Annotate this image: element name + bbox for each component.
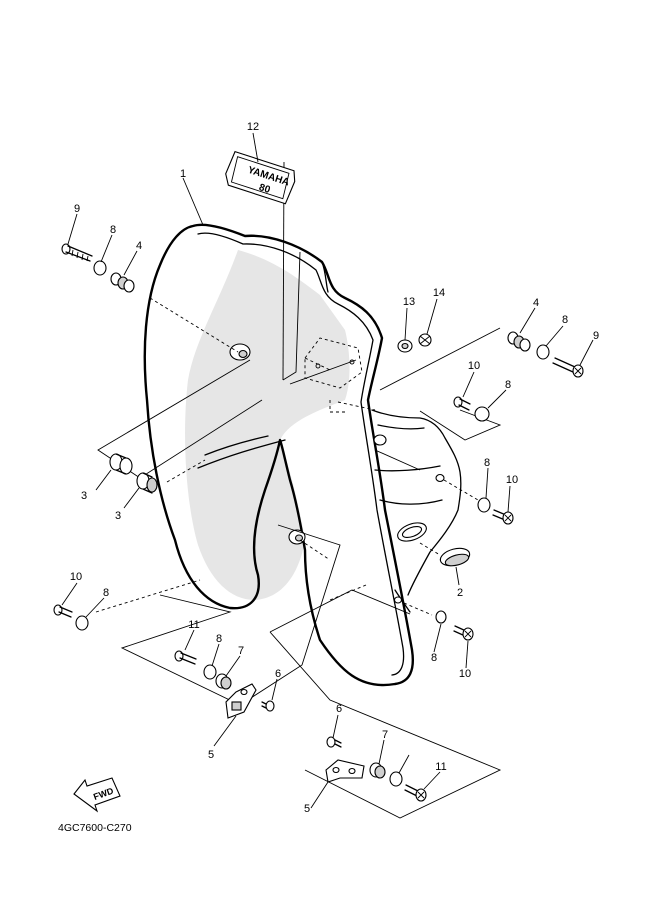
washer-8-upper-left (93, 260, 107, 276)
callout-9-left: 9 (74, 203, 80, 215)
grommet-plug-2 (439, 547, 471, 567)
callout-3-lower: 3 (115, 510, 121, 522)
callout-1: 1 (180, 168, 186, 180)
callout-4-right: 4 (533, 297, 539, 309)
spacer-7-right (369, 762, 386, 779)
callout-5-right: 5 (304, 803, 310, 815)
screw-10-left (53, 604, 73, 618)
callout-2: 2 (457, 587, 463, 599)
callout-3-upper: 3 (81, 490, 87, 502)
callout-numbers: 1 2 3 3 4 4 5 5 6 6 7 7 8 8 8 8 8 8 8 9 … (70, 121, 599, 815)
callout-7-right: 7 (382, 729, 388, 741)
grommet-4-right (507, 331, 531, 352)
nut-14 (418, 333, 432, 347)
callout-8-mid-right: 8 (505, 379, 511, 391)
callout-13: 13 (403, 296, 415, 308)
callout-8-lower-left: 8 (103, 587, 109, 599)
nut-13 (397, 339, 413, 353)
bracket-5-left (225, 683, 257, 719)
collar-3-upper (109, 453, 133, 475)
leader-lines (61, 132, 594, 809)
washer-8-mid-right (474, 406, 490, 422)
callout-7-left: 7 (238, 645, 244, 657)
leg-shield-panel (143, 223, 462, 687)
assembly-planes (97, 161, 502, 819)
screw-6-left (261, 700, 275, 712)
washer-8-lower-right (435, 610, 447, 624)
bracket-5-right (325, 759, 365, 783)
spacer-7-left (215, 673, 232, 690)
callout-4-left: 4 (136, 240, 142, 252)
grommet-4-left (110, 272, 135, 293)
callout-12: 12 (247, 121, 259, 133)
callout-6-left: 6 (275, 668, 281, 680)
callout-10-right: 10 (506, 474, 518, 486)
emblem-badge: YAMAHA 80 (225, 150, 296, 205)
screw-11-right (404, 784, 427, 802)
screw-9-left (61, 243, 93, 262)
callout-11-right: 11 (435, 761, 446, 773)
callout-11-left: 11 (188, 619, 199, 631)
washer-8-bracket-right (389, 771, 403, 787)
callout-8-upper-right: 8 (562, 314, 568, 326)
callout-8-upper-left: 8 (110, 224, 116, 236)
diagram-code: 4GC7600-C270 (58, 822, 132, 834)
washer-8-bracket-left (203, 664, 217, 680)
callout-6-right: 6 (336, 703, 342, 715)
callout-10-left: 10 (70, 571, 82, 583)
callout-10-lower-right: 10 (459, 668, 471, 680)
washer-8-lower-left (75, 615, 89, 631)
screw-10-right (492, 509, 514, 525)
callout-5-left: 5 (208, 749, 214, 761)
screw-10-lower-right (453, 625, 474, 641)
fwd-arrow: FWD (73, 777, 121, 813)
callout-14: 14 (433, 287, 445, 299)
washer-8-upper-right (536, 344, 550, 360)
screw-10-upper-right (453, 396, 471, 411)
screw-9-right (552, 357, 584, 378)
washer-8-right (477, 497, 491, 513)
emblem-text: 80 (257, 182, 271, 196)
callout-8-bracket-left: 8 (216, 633, 222, 645)
callout-8-lower-right: 8 (431, 652, 437, 664)
screw-6-right (326, 736, 342, 748)
collar-3-lower (136, 472, 158, 494)
callout-8-right: 8 (484, 457, 490, 469)
callout-9-right: 9 (593, 330, 599, 342)
screw-11-left (174, 650, 197, 665)
callout-10-upper-right: 10 (468, 360, 480, 372)
